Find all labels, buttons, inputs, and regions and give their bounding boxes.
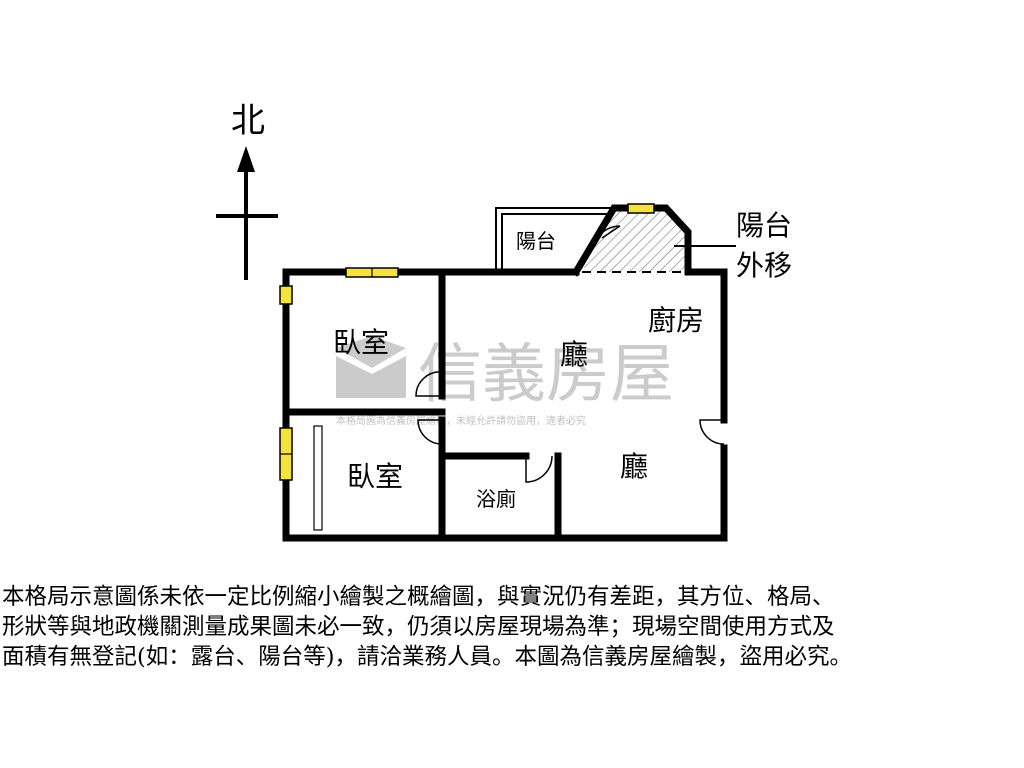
floor-plan: 北 信義房屋 本格局圖為信義房屋繪製，未經允許請勿盜用，違者必究 陽台 [216, 101, 792, 542]
annotation-line-2: 外移 [736, 249, 792, 282]
bedroom-1-label: 臥室 [333, 326, 389, 359]
disclaimer-line-3: 面積有無登記(如：露台、陽台等)，請洽業務人員。本圖為信義房屋繪製，盜用必究。 [2, 644, 853, 670]
bedroom-2-label: 臥室 [347, 460, 403, 493]
brand-logo-icon [336, 336, 406, 368]
balcony-railing-inner [501, 213, 612, 272]
window-balcony [627, 203, 655, 214]
relocation-annotation: 陽台 外移 [674, 209, 792, 282]
bathroom-label: 浴廁 [476, 487, 516, 511]
watermark-brand: 信義房屋 [418, 338, 674, 412]
balcony-label: 陽台 [516, 229, 556, 253]
window-west-upper [279, 285, 293, 305]
compass: 北 [216, 101, 278, 280]
kitchen-label: 廚房 [648, 304, 704, 337]
living-room-2-label: 廳 [620, 450, 648, 483]
disclaimer-line-1: 本格局示意圖係未依一定比例縮小繪製之概繪圖，與實況仍有差距，其方位、格局、 [2, 584, 835, 610]
door-bathroom [525, 455, 553, 483]
door-balcony [593, 225, 621, 245]
north-label: 北 [231, 101, 265, 141]
north-arrow-icon [237, 146, 255, 172]
walls [282, 204, 728, 542]
balcony-railing [495, 207, 618, 272]
living-room-1-label: 廳 [560, 338, 588, 371]
watermark-notice: 本格局圖為信義房屋繪製，未經允許請勿盜用，違者必究 [336, 414, 586, 427]
watermark: 信義房屋 本格局圖為信義房屋繪製，未經允許請勿盜用，違者必究 [336, 336, 674, 427]
disclaimer-line-2: 形狀等與地政機關測量成果圖未必一致，仍須以房屋現場為準；現場空間使用方式及 [2, 614, 835, 640]
door-bedroom1 [415, 371, 443, 397]
doors [415, 225, 725, 483]
annotation-line-1: 陽台 [736, 209, 792, 242]
disclaimer: 本格局示意圖係未依一定比例縮小繪製之概繪圖，與實況仍有差距，其方位、格局、 形狀… [2, 582, 1022, 672]
brand-logo-base-icon [336, 356, 406, 398]
wall-balcony-bump [571, 204, 728, 277]
door-bedroom2 [417, 419, 443, 445]
door-entrance [699, 419, 725, 445]
closet-sliding-door [313, 425, 323, 531]
windows [279, 203, 655, 481]
